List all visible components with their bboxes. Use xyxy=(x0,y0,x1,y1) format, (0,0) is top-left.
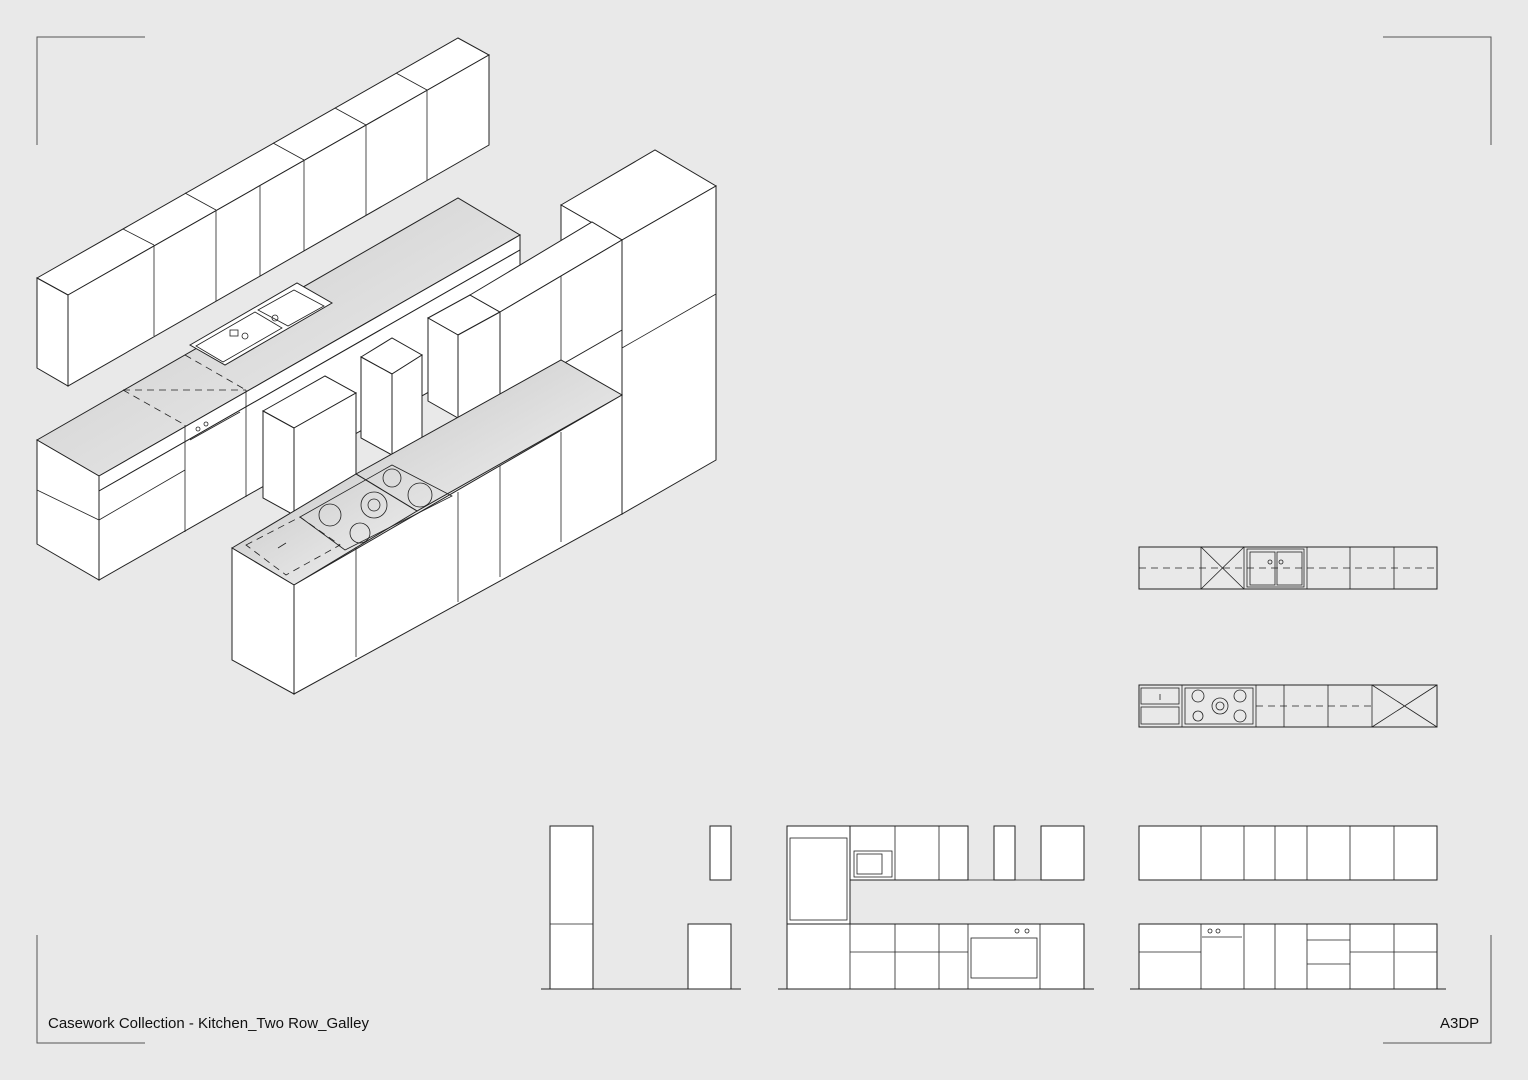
iso-wall-cabinets xyxy=(35,37,491,387)
plan-range-run xyxy=(1138,684,1438,728)
elevation-side xyxy=(541,825,741,990)
brand-label: A3DP xyxy=(1440,1015,1480,1032)
iso-floating-blocks xyxy=(261,294,502,516)
elevation-sink-wall xyxy=(1130,825,1446,990)
corner-frame-marks xyxy=(36,36,1492,1044)
plan-sink-run xyxy=(1138,546,1438,590)
sheet-title: Casework Collection - Kitchen_Two Row_Ga… xyxy=(48,1015,369,1032)
elevation-range-wall xyxy=(778,825,1094,990)
iso-range-run xyxy=(231,149,717,695)
